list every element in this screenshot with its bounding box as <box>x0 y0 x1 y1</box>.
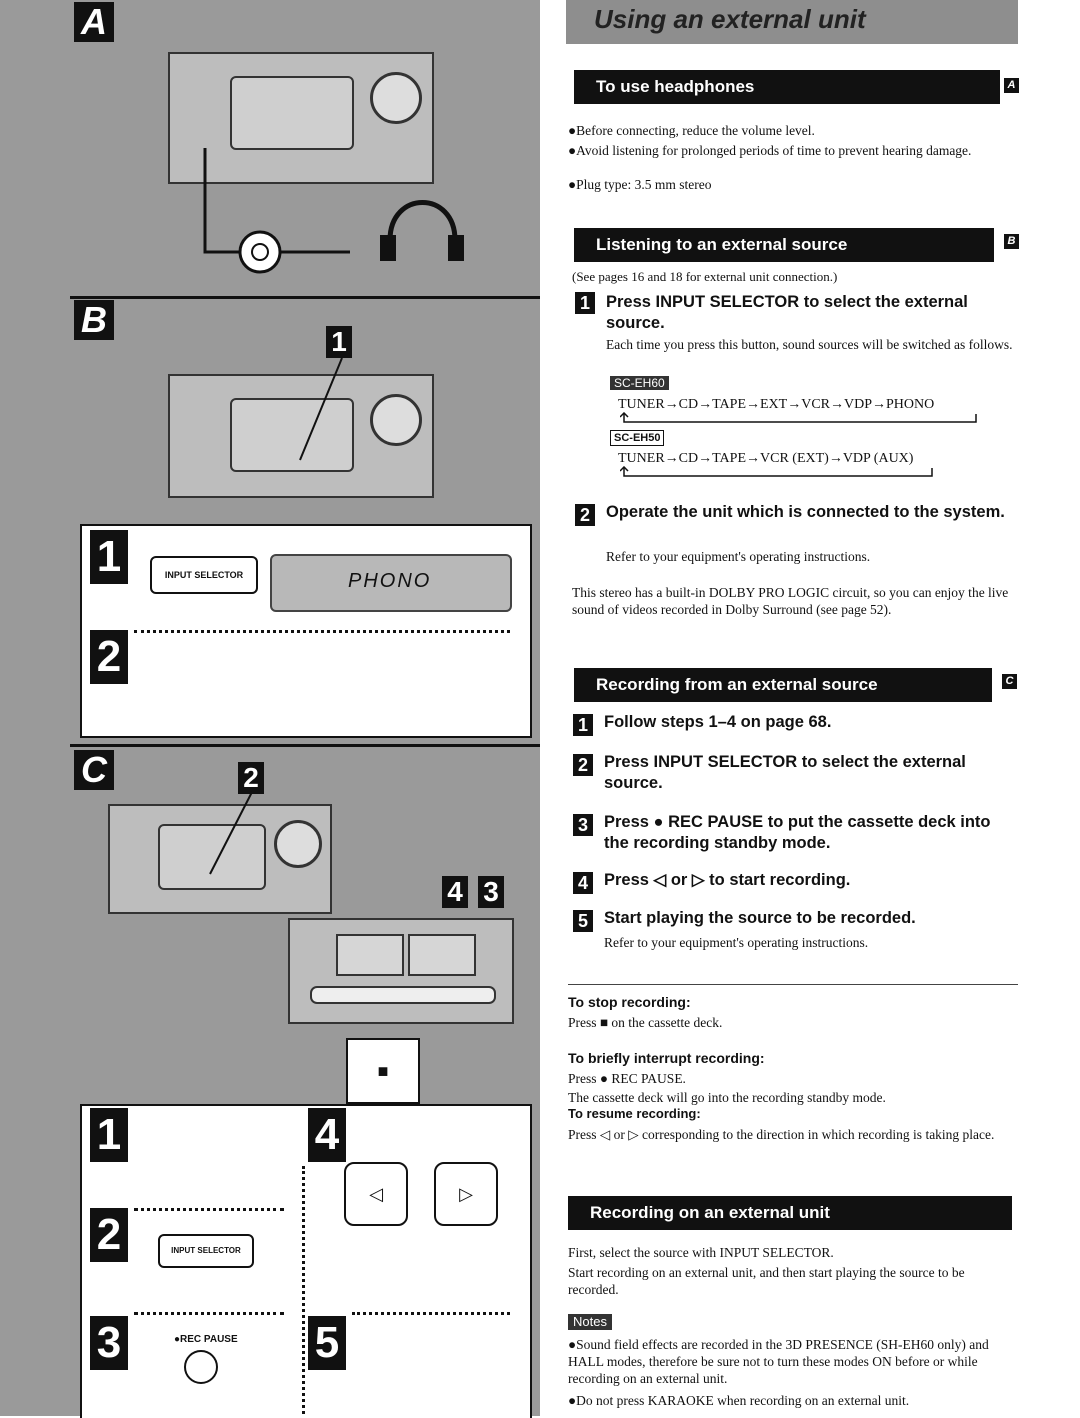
listening-step-1-number: 1 <box>575 292 595 314</box>
section-recording-from-title: Recording from an external source <box>574 668 992 702</box>
rec-pause-button[interactable] <box>184 1350 218 1384</box>
section-listening-title: Listening to an external source <box>574 228 994 262</box>
panel-c-steps-box: 1 4 ◁ ▷ 2 INPUT SELECTOR 3 5 ●REC PAUSE <box>80 1104 532 1418</box>
section-a-marker: A <box>1004 78 1019 93</box>
page-title-band: Using an external unit <box>566 0 1018 44</box>
recording-step-1-title: Follow steps 1–4 on page 68. <box>604 713 832 731</box>
listening-note: (See pages 16 and 18 for external unit c… <box>572 269 838 284</box>
callout-step-4: 4 <box>442 876 468 908</box>
stereo-unit-b-illustration <box>168 374 434 498</box>
interrupt-recording-heading: To briefly interrupt recording: <box>568 1050 765 1066</box>
volume-knob-icon <box>274 820 322 868</box>
interrupt-recording-body-2: The cassette deck will go into the recor… <box>568 1090 886 1105</box>
resume-recording-heading: To resume recording: <box>568 1106 701 1121</box>
cassette-deck-closeup <box>288 918 514 1024</box>
note-1: ●Sound field effects are recorded in the… <box>568 1337 989 1386</box>
c-step-3-number: 3 <box>90 1316 128 1370</box>
headphones-bullet-3: ●Plug type: 3.5 mm stereo <box>568 177 712 192</box>
c-step-5-number: 5 <box>308 1316 346 1370</box>
stop-button[interactable]: ■ <box>346 1038 420 1104</box>
input-selector-button[interactable]: INPUT SELECTOR <box>158 1234 254 1268</box>
panel-c-label: C <box>74 750 114 790</box>
callout-step-3: 3 <box>478 876 504 908</box>
recording-step-5-number: 5 <box>573 910 593 932</box>
cassette-deck-icon <box>230 398 354 472</box>
recording-step-2-number: 2 <box>573 754 593 776</box>
illustration-column: A B 1 1 INPUT SELECTOR PHONO 2 C 2 4 3 <box>0 0 540 1418</box>
panel-a-label: A <box>74 2 114 42</box>
recording-step-5-body: Refer to your equipment's operating inst… <box>604 935 869 950</box>
c-step-4-number: 4 <box>308 1108 346 1162</box>
recording-step-3-title: Press ● REC PAUSE to put the cassette de… <box>604 813 991 852</box>
input-selector-button[interactable]: INPUT SELECTOR <box>150 556 258 594</box>
section-recording-on-title: Recording on an external unit <box>568 1196 1012 1230</box>
callout-step-2: 2 <box>238 762 264 794</box>
recording-step-3-number: 3 <box>573 814 593 836</box>
listening-step-1-body: Each time you press this button, sound s… <box>606 337 1013 352</box>
listening-step-1-title: Press INPUT SELECTOR to select the exter… <box>606 293 968 332</box>
display-text: PHONO <box>348 570 432 592</box>
notes-label: Notes <box>568 1314 612 1330</box>
c-step-1-number: 1 <box>90 1108 128 1162</box>
forward-play-button[interactable]: ▷ <box>434 1162 498 1226</box>
listening-step-2-title: Operate the unit which is connected to t… <box>606 503 1005 521</box>
panel-b-steps-box: 1 INPUT SELECTOR PHONO 2 <box>80 524 532 738</box>
headphones-cable-illustration <box>203 148 464 274</box>
cassette-deck-icon <box>158 824 266 890</box>
source-sequence-eh60: TUNER→CD→TAPE→EXT→VCR→VDP→PHONO <box>618 397 935 412</box>
listening-step-2-number: 2 <box>575 504 595 526</box>
rec-pause-label: ●REC PAUSE <box>174 1334 238 1345</box>
volume-knob-icon <box>370 72 422 124</box>
stop-recording-heading: To stop recording: <box>568 994 691 1010</box>
display-panel: PHONO <box>270 554 512 612</box>
dolby-paragraph: This stereo has a built-in DOLBY PRO LOG… <box>572 585 1009 617</box>
headphones-bullet-2: ●Avoid listening for prolonged periods o… <box>568 143 972 158</box>
stop-recording-body: Press ■ on the cassette deck. <box>568 1015 723 1030</box>
headphones-bullet-1: ●Before connecting, reduce the volume le… <box>568 123 815 138</box>
recording-step-5-title: Start playing the source to be recorded. <box>604 909 916 927</box>
section-c-marker: C <box>1002 674 1017 689</box>
volume-knob-icon <box>370 394 422 446</box>
note-2: ●Do not press KARAOKE when recording on … <box>568 1393 910 1408</box>
resume-recording-body: Press ◁ or ▷ corresponding to the direct… <box>568 1127 995 1142</box>
page-title: Using an external unit <box>594 4 866 34</box>
b-step-2-number: 2 <box>90 630 128 684</box>
cassette-deck-icon <box>230 76 354 150</box>
recording-on-paragraph-1: First, select the source with INPUT SELE… <box>568 1245 834 1260</box>
section-b-marker: B <box>1004 234 1019 249</box>
stereo-unit-c-illustration <box>108 804 332 914</box>
stereo-unit-a-illustration <box>168 52 434 184</box>
recording-step-4-title: Press ◁ or ▷ to start recording. <box>604 871 851 889</box>
source-sequence-eh50: TUNER→CD→TAPE→VCR (EXT)→VDP (AUX) <box>618 451 914 466</box>
callout-step-1: 1 <box>326 326 352 358</box>
recording-on-paragraph-2: Start recording on an external unit, and… <box>568 1265 965 1297</box>
listening-step-2-body: Refer to your equipment's operating inst… <box>606 549 871 564</box>
recording-step-1-number: 1 <box>573 714 593 736</box>
b-step-1-number: 1 <box>90 530 128 584</box>
section-headphones-title: To use headphones <box>574 70 1000 104</box>
rewind-play-button[interactable]: ◁ <box>344 1162 408 1226</box>
interrupt-recording-body-1: Press ● REC PAUSE. <box>568 1071 686 1086</box>
c-step-2-number: 2 <box>90 1208 128 1262</box>
recording-step-2-title: Press INPUT SELECTOR to select the exter… <box>604 753 966 792</box>
panel-b-label: B <box>74 300 114 340</box>
divider <box>568 984 1018 985</box>
model-tag-eh60: SC-EH60 <box>610 376 669 390</box>
recording-step-4-number: 4 <box>573 872 593 894</box>
model-tag-eh50: SC-EH50 <box>610 430 665 446</box>
